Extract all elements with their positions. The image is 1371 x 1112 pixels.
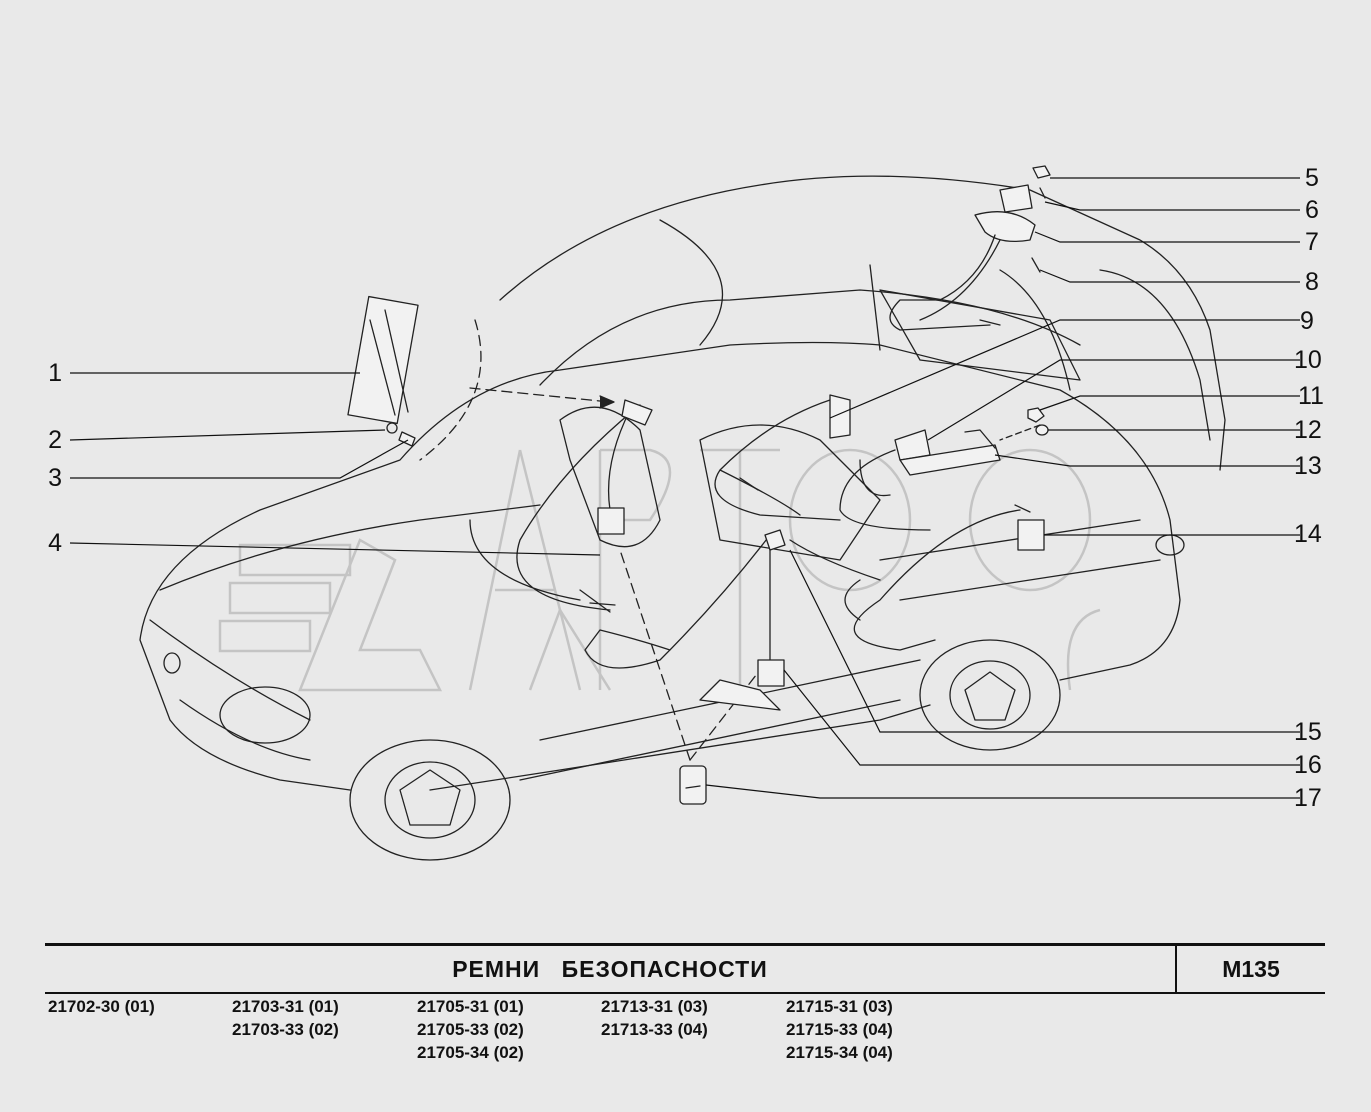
callout-12: 12	[1294, 416, 1322, 444]
leader-2	[69, 429, 386, 441]
front-wheel-rim	[384, 761, 476, 839]
bolt-8	[1031, 257, 1041, 273]
door-arc	[419, 319, 482, 461]
title-bar: РЕМНИ БЕЗОПАСНОСТИ М135	[45, 943, 1325, 994]
model-code: 21715-33 (04)	[786, 1020, 893, 1039]
roof-line	[499, 175, 1226, 471]
hood-line	[159, 504, 541, 591]
leader-4	[69, 542, 601, 556]
model-code: 21705-34 (02)	[417, 1043, 524, 1062]
model-column-1: 21702-30 (01)	[48, 995, 155, 1018]
dashed-arrow-1	[469, 387, 611, 403]
rear-belt-right	[839, 449, 931, 531]
headlight	[219, 686, 311, 744]
callout-3: 3	[48, 464, 62, 492]
center-buckle	[757, 659, 785, 687]
model-column-4: 21713-31 (03) 21713-33 (04)	[601, 995, 708, 1041]
leader-10	[927, 359, 1300, 441]
page-code: М135	[1222, 956, 1280, 982]
washer-12	[1035, 424, 1049, 436]
rear-top-belt	[889, 234, 1001, 331]
bracket	[899, 444, 1001, 476]
model-code: 21703-31 (01)	[232, 997, 339, 1016]
leader-15	[789, 549, 1300, 733]
car-body-outline	[139, 341, 1181, 791]
callout-14: 14	[1294, 520, 1322, 548]
front-face	[149, 619, 311, 761]
model-code: 21702-30 (01)	[48, 997, 155, 1016]
model-code: 21713-31 (03)	[601, 997, 708, 1016]
front-emblem	[163, 652, 181, 674]
rear-belt-middle	[714, 399, 841, 521]
front-wheel	[349, 739, 511, 861]
model-code: 21715-31 (03)	[786, 997, 893, 1016]
dashed-arrow-11	[999, 424, 1041, 441]
seat-belt-diagram	[69, 165, 1300, 861]
leader-9	[829, 319, 1300, 419]
model-code: 21705-33 (02)	[417, 1020, 524, 1039]
leader-8	[1039, 269, 1300, 283]
callout-17: 17	[1294, 784, 1322, 812]
part-5	[1032, 165, 1051, 179]
leader-7	[1034, 231, 1300, 243]
nut	[1027, 407, 1045, 423]
bolt	[398, 431, 416, 447]
model-code: 21713-33 (04)	[601, 1020, 708, 1039]
rear-light	[1155, 534, 1185, 556]
center-belt	[584, 534, 881, 669]
watermark-logo	[218, 448, 1101, 692]
washer	[386, 422, 398, 434]
callout-7: 7	[1305, 228, 1319, 256]
model-column-5: 21715-31 (03) 21715-33 (04) 21715-34 (04…	[786, 995, 893, 1064]
guide-7	[974, 211, 1036, 243]
rear-door-lines	[879, 519, 1161, 601]
dashed-arrow-17a	[619, 549, 691, 761]
callout-4: 4	[48, 529, 62, 557]
leader-3	[70, 439, 409, 479]
leader-13	[994, 454, 1300, 467]
front-seat	[559, 406, 661, 548]
rear-wheel-rim	[949, 660, 1031, 730]
callout-13: 13	[1294, 452, 1322, 480]
title-divider	[1175, 946, 1177, 992]
height-adjuster	[347, 295, 419, 425]
rear-window	[879, 289, 1081, 381]
callout-6: 6	[1305, 196, 1319, 224]
model-code: 21703-33 (02)	[232, 1020, 339, 1039]
rear-seat	[699, 424, 881, 561]
side-sill	[519, 659, 921, 781]
model-code: 21705-31 (01)	[417, 997, 524, 1016]
model-column-3: 21705-31 (01) 21705-33 (02) 21705-34 (02…	[417, 995, 524, 1064]
model-column-2: 21703-31 (01) 21703-33 (02)	[232, 995, 339, 1041]
callout-2: 2	[48, 426, 62, 454]
callout-5: 5	[1305, 164, 1319, 192]
rear-belt-14	[844, 509, 1021, 651]
rear-wheel	[919, 639, 1061, 751]
callout-8: 8	[1305, 268, 1319, 296]
leader-11	[1039, 395, 1300, 411]
buckle-cover	[679, 765, 707, 805]
model-code: 21715-34 (04)	[786, 1043, 893, 1062]
callout-1: 1	[48, 359, 62, 387]
page-title: РЕМНИ БЕЗОПАСНОСТИ	[452, 956, 768, 982]
rear-hatch	[1099, 269, 1211, 441]
roof-inner	[659, 219, 1071, 391]
leader-16	[783, 669, 1300, 766]
leader-17	[705, 784, 1300, 799]
part-6	[999, 184, 1033, 213]
leader-6	[1044, 201, 1300, 211]
callout-10: 10	[1294, 346, 1322, 374]
callout-9: 9	[1300, 307, 1314, 335]
windshield	[539, 289, 1081, 386]
callout-15: 15	[1294, 718, 1322, 746]
callout-11: 11	[1298, 382, 1324, 410]
callout-16: 16	[1294, 751, 1322, 779]
dashed-arrow-17b	[689, 669, 761, 761]
